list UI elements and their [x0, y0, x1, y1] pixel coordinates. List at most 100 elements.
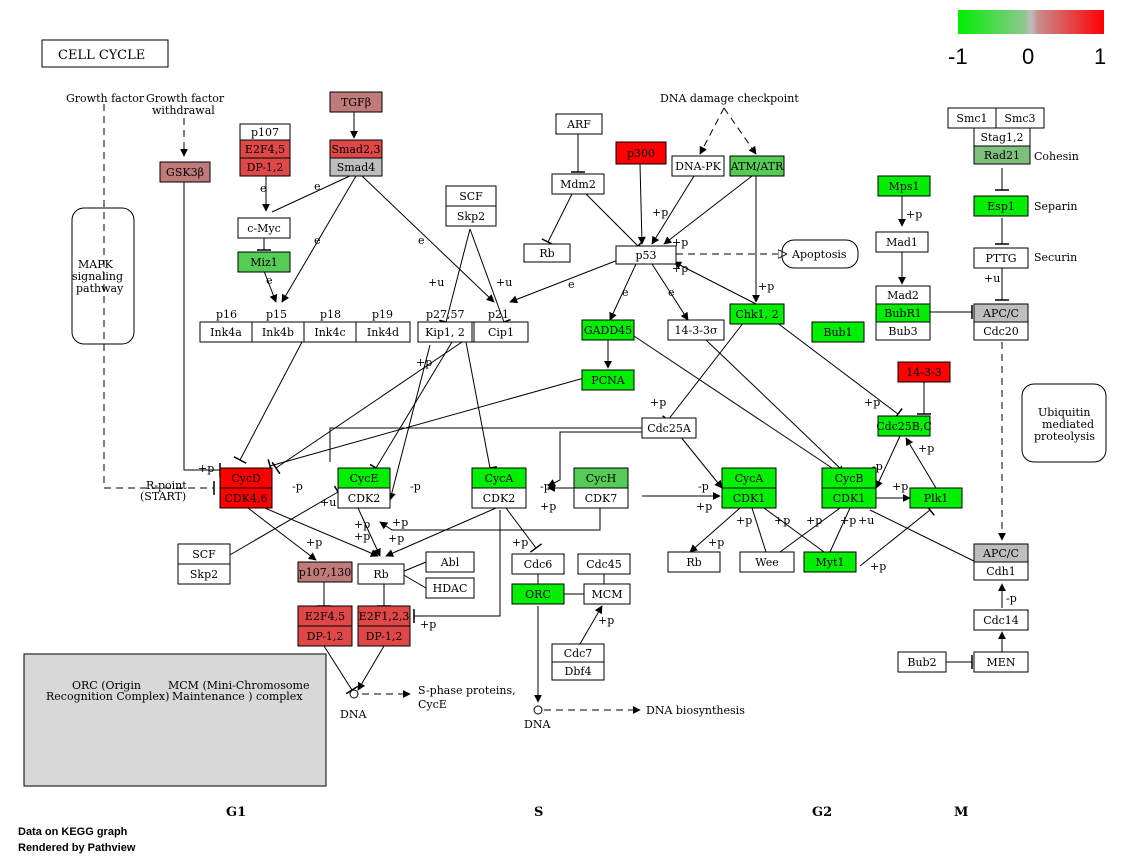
gene-node-box[interactable]	[329, 91, 383, 113]
gene-node-cdh1[interactable]: Cdh1	[973, 561, 1029, 581]
gene-node-box[interactable]	[337, 487, 391, 509]
gene-node-e2f123[interactable]: E2F1,2,3	[357, 605, 411, 627]
gene-node-mps1[interactable]: Mps1	[877, 175, 931, 197]
gene-node-box[interactable]	[739, 551, 795, 573]
gene-node-bubr1[interactable]: BubR1	[875, 303, 931, 323]
gene-node-scf-a[interactable]: SCF	[445, 185, 497, 207]
gene-node-p300[interactable]: p300	[615, 141, 667, 165]
gene-node-cdc7[interactable]: Cdc7	[551, 643, 605, 663]
gene-node-box[interactable]	[875, 231, 929, 253]
gene-node-box[interactable]	[445, 205, 497, 227]
gene-node-box[interactable]	[667, 551, 721, 573]
gene-node-orc[interactable]: ORC	[511, 583, 565, 605]
gene-node-tgfb[interactable]: TGFβ	[329, 91, 383, 113]
gene-node-p107130[interactable]: p107,130	[297, 561, 353, 583]
gene-node-box[interactable]	[581, 369, 635, 391]
gene-node-box[interactable]	[297, 561, 353, 583]
gene-node-box[interactable]	[729, 303, 785, 325]
gene-node-box[interactable]	[821, 487, 877, 509]
gene-node-box[interactable]	[219, 487, 273, 509]
gene-node-rad21[interactable]: Rad21	[973, 145, 1031, 165]
gene-node-ink4b[interactable]: Ink4b	[251, 321, 305, 343]
gene-node-cdc20[interactable]: Cdc20	[973, 321, 1029, 341]
gene-node-box[interactable]	[803, 551, 857, 573]
gene-node-smad4[interactable]: Smad4	[329, 157, 383, 177]
gene-node-p107[interactable]: p107	[239, 123, 291, 141]
gene-node-box[interactable]	[671, 155, 725, 177]
gene-node-box[interactable]	[909, 487, 963, 509]
gene-node-smc1[interactable]: Smc1	[947, 107, 997, 129]
gene-node-apcc-a[interactable]: APC/C	[973, 303, 1029, 323]
gene-node-ink4c[interactable]: Ink4c	[303, 321, 357, 343]
gene-node-box[interactable]	[877, 415, 931, 437]
gene-node-mad2[interactable]: Mad2	[875, 285, 931, 305]
gene-node-box[interactable]	[237, 251, 291, 273]
gene-node-dp12-b[interactable]: DP-1,2	[297, 625, 353, 647]
gene-node-scf-b[interactable]: SCF	[177, 543, 231, 565]
gene-node-stag12[interactable]: Stag1,2	[973, 127, 1031, 147]
gene-node-arf[interactable]: ARF	[555, 113, 603, 135]
gene-node-box[interactable]	[877, 175, 931, 197]
gene-node-cmyc[interactable]: c-Myc	[237, 217, 291, 239]
ubiquitin-proteolysis-box[interactable]	[1021, 383, 1107, 463]
gene-node-box[interactable]	[897, 361, 951, 383]
gene-node-p53[interactable]: p53	[615, 245, 677, 265]
gene-node-box[interactable]	[425, 577, 475, 599]
gene-node-skp2-b[interactable]: Skp2	[177, 563, 231, 585]
gene-node-cdc45[interactable]: Cdc45	[577, 553, 631, 575]
gene-node-box[interactable]	[667, 319, 725, 341]
gene-node-cych[interactable]: CycH	[573, 467, 629, 489]
gene-node-box[interactable]	[511, 583, 565, 605]
gene-node-mad1[interactable]: Mad1	[875, 231, 929, 253]
apoptosis-box[interactable]	[781, 239, 859, 269]
gene-node-box[interactable]	[297, 625, 353, 647]
gene-node-box[interactable]	[615, 141, 667, 165]
gene-node-box[interactable]	[811, 321, 865, 343]
gene-node-rb-c[interactable]: Rb	[667, 551, 721, 573]
gene-node-cip1[interactable]: Cip1	[473, 321, 529, 343]
gene-node-box[interactable]	[729, 155, 785, 177]
gene-node-box[interactable]	[577, 553, 631, 575]
gene-node-box[interactable]	[897, 651, 947, 673]
gene-node-box[interactable]	[973, 247, 1029, 269]
gene-node-box[interactable]	[329, 157, 383, 177]
gene-node-cyca-b[interactable]: CycA	[721, 467, 777, 489]
gene-node-box[interactable]	[555, 113, 603, 135]
gene-node-e2f45-a[interactable]: E2F4,5	[239, 139, 291, 159]
gene-node-bub1[interactable]: Bub1	[811, 321, 865, 343]
gene-node-pttg[interactable]: PTTG	[973, 247, 1029, 269]
gene-node-mdm2[interactable]: Mdm2	[551, 173, 605, 195]
gene-node-chk12[interactable]: Chk1, 2	[729, 303, 785, 325]
gene-node-rb-b[interactable]: Rb	[357, 563, 405, 585]
gene-node-box[interactable]	[471, 487, 527, 509]
gene-node-box[interactable]	[973, 561, 1029, 581]
gene-node-box[interactable]	[425, 551, 475, 573]
gene-node-box[interactable]	[875, 321, 931, 341]
gene-node-box[interactable]	[973, 321, 1029, 341]
gene-node-cdk7[interactable]: CDK7	[573, 487, 629, 509]
gene-node-s1433s[interactable]: 14-3-3σ	[667, 319, 725, 341]
gene-node-ink4d[interactable]: Ink4d	[355, 321, 411, 343]
gene-node-dbf4[interactable]: Dbf4	[551, 661, 605, 681]
gene-node-box[interactable]	[973, 651, 1029, 673]
gene-node-cyca-a[interactable]: CycA	[471, 467, 527, 489]
gene-node-myt1[interactable]: Myt1	[803, 551, 857, 573]
gene-node-cycb[interactable]: CycB	[821, 467, 877, 489]
gene-node-cycd[interactable]: CycD	[219, 467, 273, 489]
mapk-pathway-box[interactable]	[71, 207, 135, 345]
gene-node-box[interactable]	[551, 173, 605, 195]
gene-node-pcna[interactable]: PCNA	[581, 369, 635, 391]
gene-node-dnapk[interactable]: DNA-PK	[671, 155, 725, 177]
gene-node-box[interactable]	[973, 609, 1029, 631]
gene-node-gadd45[interactable]: GADD45	[581, 319, 635, 341]
gene-node-box[interactable]	[551, 661, 605, 681]
gene-node-box[interactable]	[973, 145, 1031, 165]
gene-node-box[interactable]	[239, 157, 291, 177]
gene-node-skp2-a[interactable]: Skp2	[445, 205, 497, 227]
gene-node-plk1[interactable]: Plk1	[909, 487, 963, 509]
gene-node-box[interactable]	[973, 195, 1029, 217]
gene-node-ink4a[interactable]: Ink4a	[199, 321, 253, 343]
gene-node-box[interactable]	[159, 161, 211, 183]
gene-node-cdk1-a[interactable]: CDK1	[721, 487, 777, 509]
gene-node-gsk3b[interactable]: GSK3β	[159, 161, 211, 183]
